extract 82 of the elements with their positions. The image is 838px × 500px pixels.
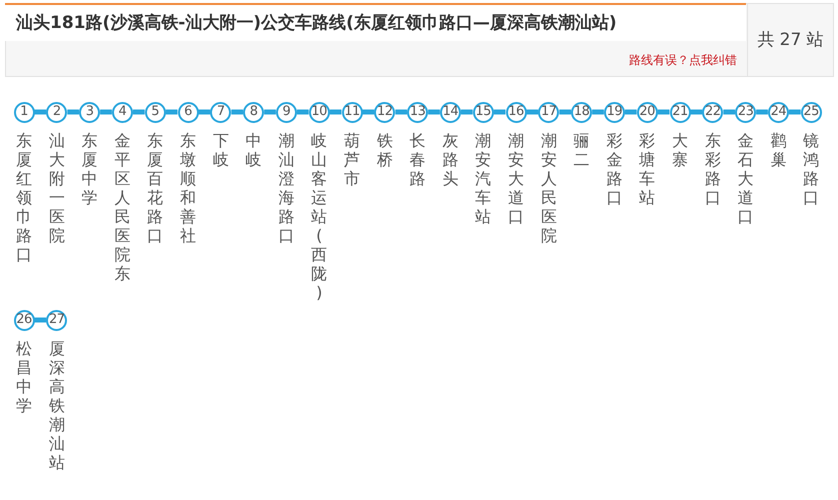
route-connector xyxy=(756,110,768,114)
stop-name: 金平区人民医院东 xyxy=(114,131,131,283)
route-connector xyxy=(460,110,473,114)
route-connector xyxy=(198,110,210,114)
stop-circle: 4 xyxy=(112,102,133,122)
route-connector xyxy=(559,110,572,114)
route-connector xyxy=(100,110,112,114)
stop-name: 彩塘车站 xyxy=(638,131,656,207)
stop-circle: 5 xyxy=(144,102,166,122)
stop-circle: 19 xyxy=(604,102,625,122)
route-connector xyxy=(723,110,736,114)
stop-name: 东厦红领巾路口 xyxy=(16,131,32,264)
stop-circle: 26 xyxy=(14,310,34,330)
route-connector xyxy=(624,110,637,114)
route-connector xyxy=(690,110,702,114)
route-connector xyxy=(788,110,801,114)
stop-name: 金石大道口 xyxy=(737,131,754,226)
stop-circle: 21 xyxy=(670,102,690,122)
route-connector xyxy=(395,110,408,114)
stop-circle: 10 xyxy=(308,102,330,122)
stop-name: 潮安大道口 xyxy=(508,131,524,226)
route-connector xyxy=(428,110,440,114)
stop-name: 灰路头 xyxy=(442,131,459,188)
stop-name: 葫芦市 xyxy=(344,131,360,188)
stop-name: 潮汕澄海路口 xyxy=(278,131,295,245)
stop-circle: 23 xyxy=(735,102,756,122)
stop-circle: 1 xyxy=(14,102,34,122)
stop-name: 大寨 xyxy=(672,131,688,169)
route-connector xyxy=(67,110,80,114)
stop-circle: 13 xyxy=(407,102,428,122)
stop-circle: 6 xyxy=(178,102,198,122)
stop-name: 松昌中学 xyxy=(16,339,32,415)
route-connector xyxy=(592,110,604,114)
stop-circle: 2 xyxy=(46,102,68,122)
stop-name: 彩金路口 xyxy=(606,131,623,207)
route-connector xyxy=(166,110,178,114)
route-connector xyxy=(526,110,538,114)
stop-circle: 7 xyxy=(210,102,232,122)
stop-name: 厦深高铁潮汕站 xyxy=(48,339,66,472)
stop-name: 东厦中学 xyxy=(81,131,98,207)
route-connector xyxy=(264,110,276,114)
stop-name: 潮安汽车站 xyxy=(474,131,492,226)
stop-name: 骊二 xyxy=(573,131,590,169)
route-connector xyxy=(132,110,145,114)
stop-name: 长春路 xyxy=(409,131,426,188)
route-connector xyxy=(658,110,670,114)
stop-circle: 3 xyxy=(79,102,100,122)
route-connector xyxy=(330,110,342,114)
stop-name: 镜鸿路口 xyxy=(802,131,820,207)
stop-name: 鹳巢 xyxy=(770,131,787,169)
stop-circle: 16 xyxy=(506,102,526,122)
route-title: 汕头181路(沙溪高铁-汕大附一)公交车路线(东厦红领巾路口—厦深高铁潮汕站) xyxy=(5,3,746,41)
stop-name: 中岐 xyxy=(245,131,262,169)
stop-name: 潮安人民医院 xyxy=(540,131,558,245)
stop-name: 下岐 xyxy=(212,131,230,169)
stop-name: 汕大附一医院 xyxy=(48,131,66,245)
stop-count: 共 27 站 xyxy=(747,3,834,77)
stop-name: 岐山客运站(西陇) xyxy=(310,131,328,302)
route-connector xyxy=(34,110,46,114)
route-connector xyxy=(34,318,46,322)
stop-circle: 25 xyxy=(800,102,822,122)
stop-name: 东厦百花路口 xyxy=(146,131,164,245)
stop-name: 东彩路口 xyxy=(704,131,722,207)
stop-circle: 12 xyxy=(374,102,396,122)
stop-name: 铁桥 xyxy=(376,131,394,169)
stop-circle: 8 xyxy=(243,102,264,122)
stop-circle: 27 xyxy=(46,310,68,330)
route-connector xyxy=(494,110,506,114)
stop-circle: 17 xyxy=(538,102,560,122)
route-connector xyxy=(231,110,244,114)
stop-circle: 11 xyxy=(342,102,362,122)
stop-circle: 18 xyxy=(571,102,592,122)
stop-circle: 22 xyxy=(702,102,724,122)
stop-circle: 15 xyxy=(472,102,494,122)
route-connector xyxy=(296,110,309,114)
report-error-link: 路线有误？点我纠错 xyxy=(629,52,737,68)
stop-circle: 14 xyxy=(440,102,461,122)
stop-circle: 9 xyxy=(276,102,297,122)
route-connector xyxy=(362,110,374,114)
stop-circle: 20 xyxy=(636,102,658,122)
stop-name: 东墩顺和善社 xyxy=(180,131,196,245)
stop-circle: 24 xyxy=(768,102,789,122)
